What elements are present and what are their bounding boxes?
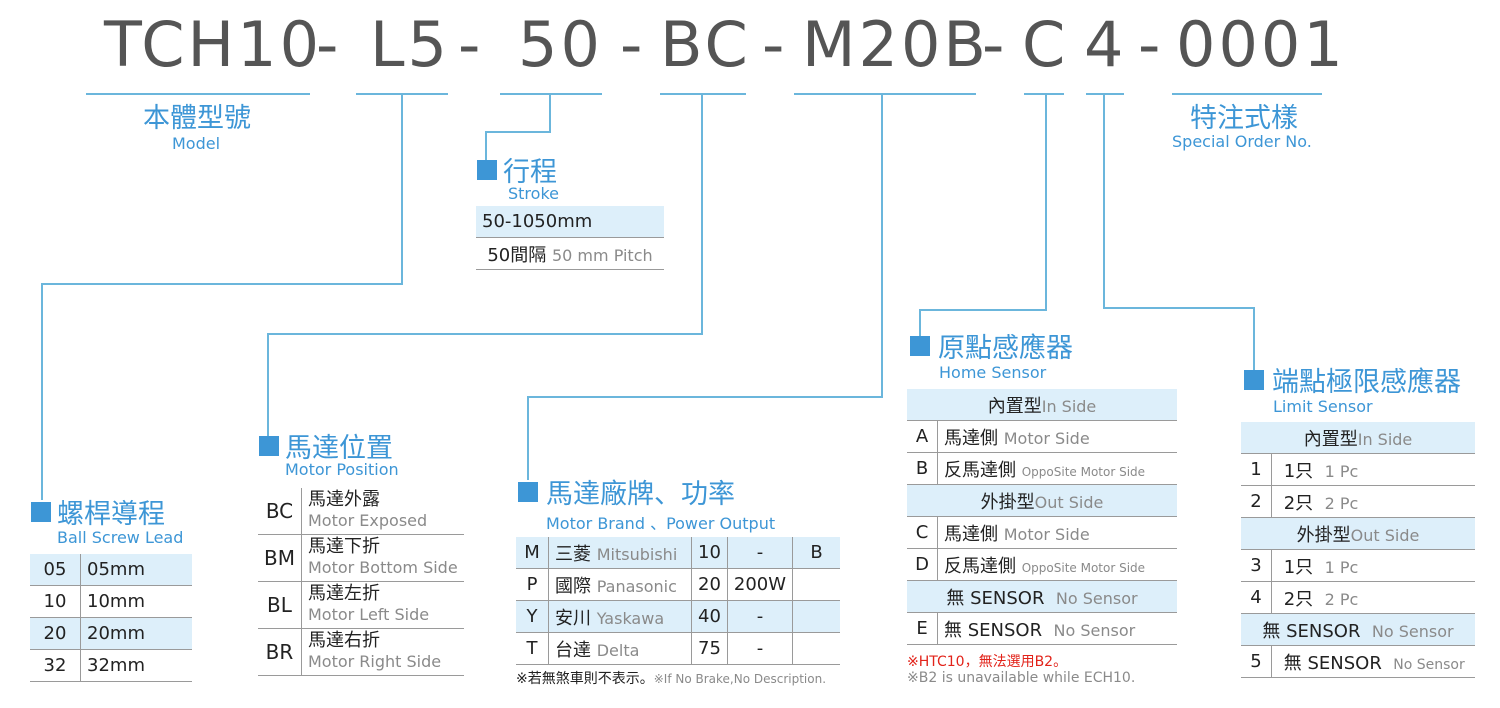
code-model: TCH10 (104, 8, 323, 81)
motor-brand-note: ※若無煞車則不表示。※If No Brake,No Description. (516, 671, 827, 687)
motor-position-subtitle: Motor Position (285, 460, 399, 479)
connector-home-sensor (919, 94, 1047, 336)
home-sensor-note: ※B2 is unavailable while ECH10. (907, 670, 1136, 686)
connector-motor-position (267, 94, 703, 436)
connector-stroke (485, 94, 551, 160)
limit-sensor-marker (1244, 370, 1264, 390)
table-row: 外掛型Out Side (907, 484, 1177, 517)
motor-brand-table: M 三菱 Mitsubishi 10 - B P 國際 Panasonic 20… (516, 537, 840, 665)
connector-lead (41, 94, 403, 500)
stroke-range: 50-1050mm (476, 206, 664, 238)
stroke-table: 50-1050mm 50間隔 50 mm Pitch (476, 206, 664, 270)
lead-subtitle: Ball Screw Lead (57, 528, 184, 547)
code-dash: - (620, 8, 646, 81)
stroke-marker (477, 160, 497, 180)
table-row: 外掛型Out Side (1241, 517, 1475, 550)
code-motor: M20B (802, 8, 989, 81)
code-motor-pos: BC (660, 8, 751, 81)
home-sensor-subtitle: Home Sensor (939, 363, 1047, 382)
motor-position-title: 馬達位置 (285, 433, 393, 464)
motor-brand-subtitle: Motor Brand 、Power Output (546, 514, 776, 533)
home-sensor-title: 原點感應器 (938, 333, 1073, 364)
underline-motor (794, 93, 976, 95)
motor-brand-title: 馬達廠牌、功率 (546, 479, 735, 510)
motor-position-marker (259, 436, 279, 456)
stroke-pitch: 50間隔 50 mm Pitch (476, 237, 664, 270)
special-title: 特注式樣 (1190, 103, 1298, 134)
underline-special (1172, 93, 1322, 95)
table-row: 無 SENSOR No Sensor (907, 580, 1177, 613)
code-lead: L5 (370, 8, 450, 81)
table-row: Y 安川 Yaskawa 40 - (516, 600, 840, 633)
table-row: 4 2只 2 Pc (1241, 581, 1475, 614)
table-row: 內置型In Side (1241, 422, 1475, 454)
lead-title: 螺桿導程 (57, 499, 165, 530)
connector-limit-sensor (1103, 94, 1255, 370)
code-dash: - (982, 8, 1008, 81)
table-row: M 三菱 Mitsubishi 10 - B (516, 537, 840, 569)
motor-brand-marker (518, 482, 538, 502)
code-home: C (1022, 8, 1069, 81)
code-dash: - (458, 8, 484, 81)
table-row: P 國際 Panasonic 20 200W (516, 568, 840, 601)
home-sensor-note-red: ※HTC10，無法選用B2。 (907, 654, 1068, 670)
special-subtitle: Special Order No. (1172, 132, 1312, 151)
limit-sensor-subtitle: Limit Sensor (1273, 397, 1373, 416)
stroke-title: 行程 (503, 157, 557, 188)
lead-marker (31, 502, 51, 522)
model-title: 本體型號 (143, 103, 251, 134)
limit-sensor-table: 內置型In Side 1 1只 1 Pc 2 2只 2 Pc 外掛型Out Si… (1241, 422, 1475, 678)
table-row: 1 1只 1 Pc (1241, 453, 1475, 486)
underline-home (1024, 93, 1064, 95)
code-stroke: 50 (518, 8, 603, 81)
model-subtitle: Model (172, 134, 221, 153)
table-row: 無 SENSOR No Sensor (1241, 613, 1475, 646)
code-dash: - (1138, 8, 1164, 81)
table-row: 內置型In Side (907, 389, 1177, 421)
limit-sensor-title: 端點極限感應器 (1272, 367, 1461, 398)
code-special: 0001 (1176, 8, 1346, 81)
connector-motor-brand (527, 94, 883, 480)
home-sensor-marker (910, 336, 930, 356)
stroke-subtitle: Stroke (508, 184, 559, 203)
table-row: 2 2只 2 Pc (1241, 485, 1475, 518)
underline-model (86, 93, 310, 95)
table-row: T 台達 Delta 75 - (516, 632, 840, 665)
table-row: 5 無 SENSOR No Sensor (1241, 645, 1475, 678)
code-limit: 4 (1084, 8, 1127, 81)
table-row: 3 1只 1 Pc (1241, 549, 1475, 582)
code-dash: - (762, 8, 788, 81)
code-dash: - (316, 8, 342, 81)
